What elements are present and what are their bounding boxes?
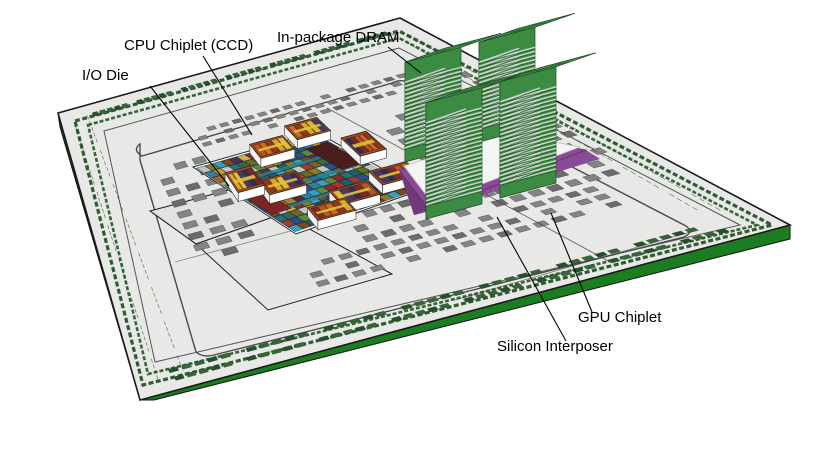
label-io-die: I/O Die — [82, 67, 129, 84]
cpu-chiplet-group — [224, 116, 422, 231]
leader-line-io-die — [149, 85, 230, 187]
leader-line-cpu-chiplet — [202, 55, 253, 136]
capacitor-ring-outer — [73, 29, 777, 387]
stack-front-left — [425, 73, 523, 220]
annotation-in-package-dram: In-package DRAM — [277, 29, 422, 74]
leader-line-gpu-chiplet — [550, 212, 593, 313]
annotation-io-die: I/O Die — [82, 67, 230, 187]
capacitor-ring-inner — [86, 36, 761, 376]
stack-front-right — [499, 52, 597, 199]
label-in-package-dram: In-package DRAM — [277, 29, 400, 46]
silicon-interposer — [398, 12, 600, 220]
cpu-die-complex — [191, 116, 423, 235]
annotation-gpu-chiplet: GPU Chiplet — [550, 212, 662, 326]
leader-line-in-package-dram — [387, 46, 422, 74]
keepout-outline — [135, 80, 691, 357]
annotation-silicon-interposer: Silicon Interposer — [496, 216, 613, 355]
annotation-layer: I/O Die CPU Chiplet (CCD) In-package DRAM G… — [82, 29, 662, 355]
leader-line-silicon-interposer — [496, 216, 567, 342]
annotation-cpu-chiplet: CPU Chiplet (CCD) — [124, 37, 253, 136]
label-cpu-chiplet: CPU Chiplet (CCD) — [124, 37, 253, 54]
memory-stack-group — [404, 12, 597, 220]
label-silicon-interposer: Silicon Interposer — [497, 338, 613, 355]
capacitor-field — [74, 31, 730, 381]
substrate-silk-rect — [103, 47, 742, 363]
label-gpu-chiplet: GPU Chiplet — [578, 309, 662, 326]
